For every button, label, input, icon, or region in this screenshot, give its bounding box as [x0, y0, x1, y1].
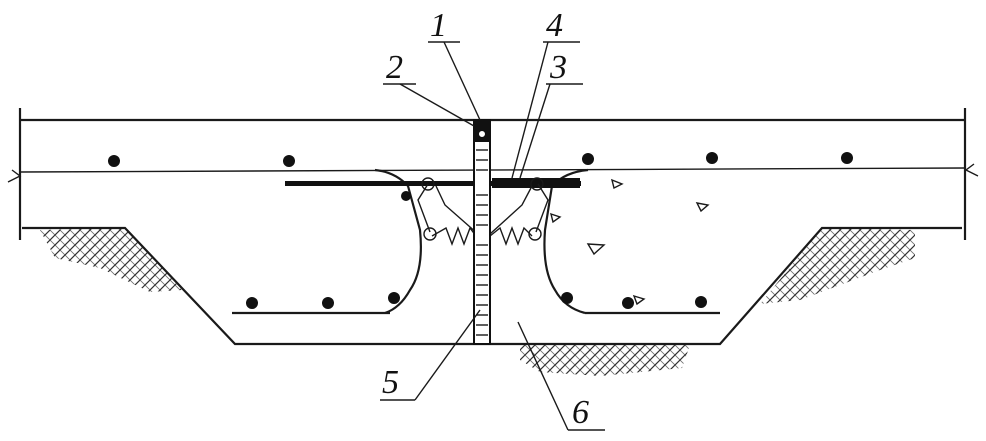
slab-outline [7, 108, 979, 346]
aggregate-marks [550, 178, 710, 306]
right-hooked-rebar [543, 168, 589, 315]
dowel-bar [285, 181, 581, 186]
label-4: 4 [546, 7, 563, 44]
rebar-dots [108, 152, 853, 309]
joint-filler [473, 119, 491, 345]
label-5: 5 [382, 364, 399, 401]
spring-connectors [417, 183, 549, 246]
dowel-sleeve [492, 178, 580, 188]
soil-left [40, 228, 182, 292]
anchor-ring [421, 177, 435, 191]
leader-lines [380, 41, 605, 431]
soil-right [760, 228, 915, 304]
label-2: 2 [386, 49, 403, 86]
label-3: 3 [549, 49, 567, 86]
label-1: 1 [430, 7, 447, 44]
label-6: 6 [572, 394, 589, 431]
soil-bottom [520, 345, 690, 376]
left-hooked-rebar [374, 168, 422, 315]
anchor-ring [528, 227, 542, 241]
anchor-ring [423, 227, 437, 241]
anchor-ring [530, 177, 544, 191]
